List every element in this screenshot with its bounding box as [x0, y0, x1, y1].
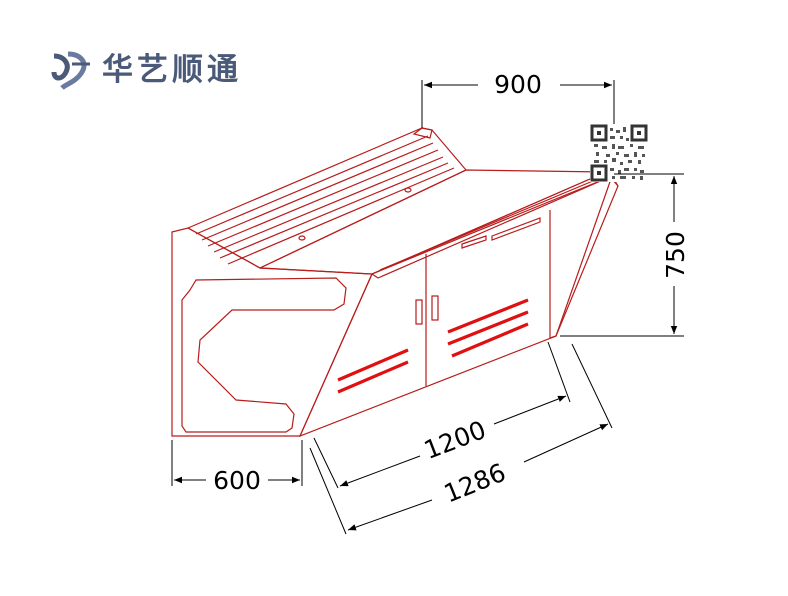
dim-inner-length: 1200	[420, 415, 490, 465]
logo-mark-icon	[51, 51, 90, 90]
brand-logo: 华艺顺通	[50, 50, 242, 90]
back-slope-panel	[186, 127, 467, 269]
dim-top-width: 900	[494, 70, 542, 99]
brand-name: 华艺顺通	[102, 52, 242, 88]
dim-overall-length: 1286	[440, 458, 510, 509]
left-side-cutout	[181, 277, 347, 433]
dim-depth: 600	[213, 466, 261, 495]
console-outline	[171, 127, 619, 438]
dimension-lines	[171, 80, 684, 535]
qr-code-icon	[590, 124, 648, 182]
dim-height: 750	[661, 231, 690, 279]
vent-accents	[337, 298, 529, 394]
front-cabinet	[298, 174, 614, 438]
left-side-panel	[171, 227, 373, 437]
